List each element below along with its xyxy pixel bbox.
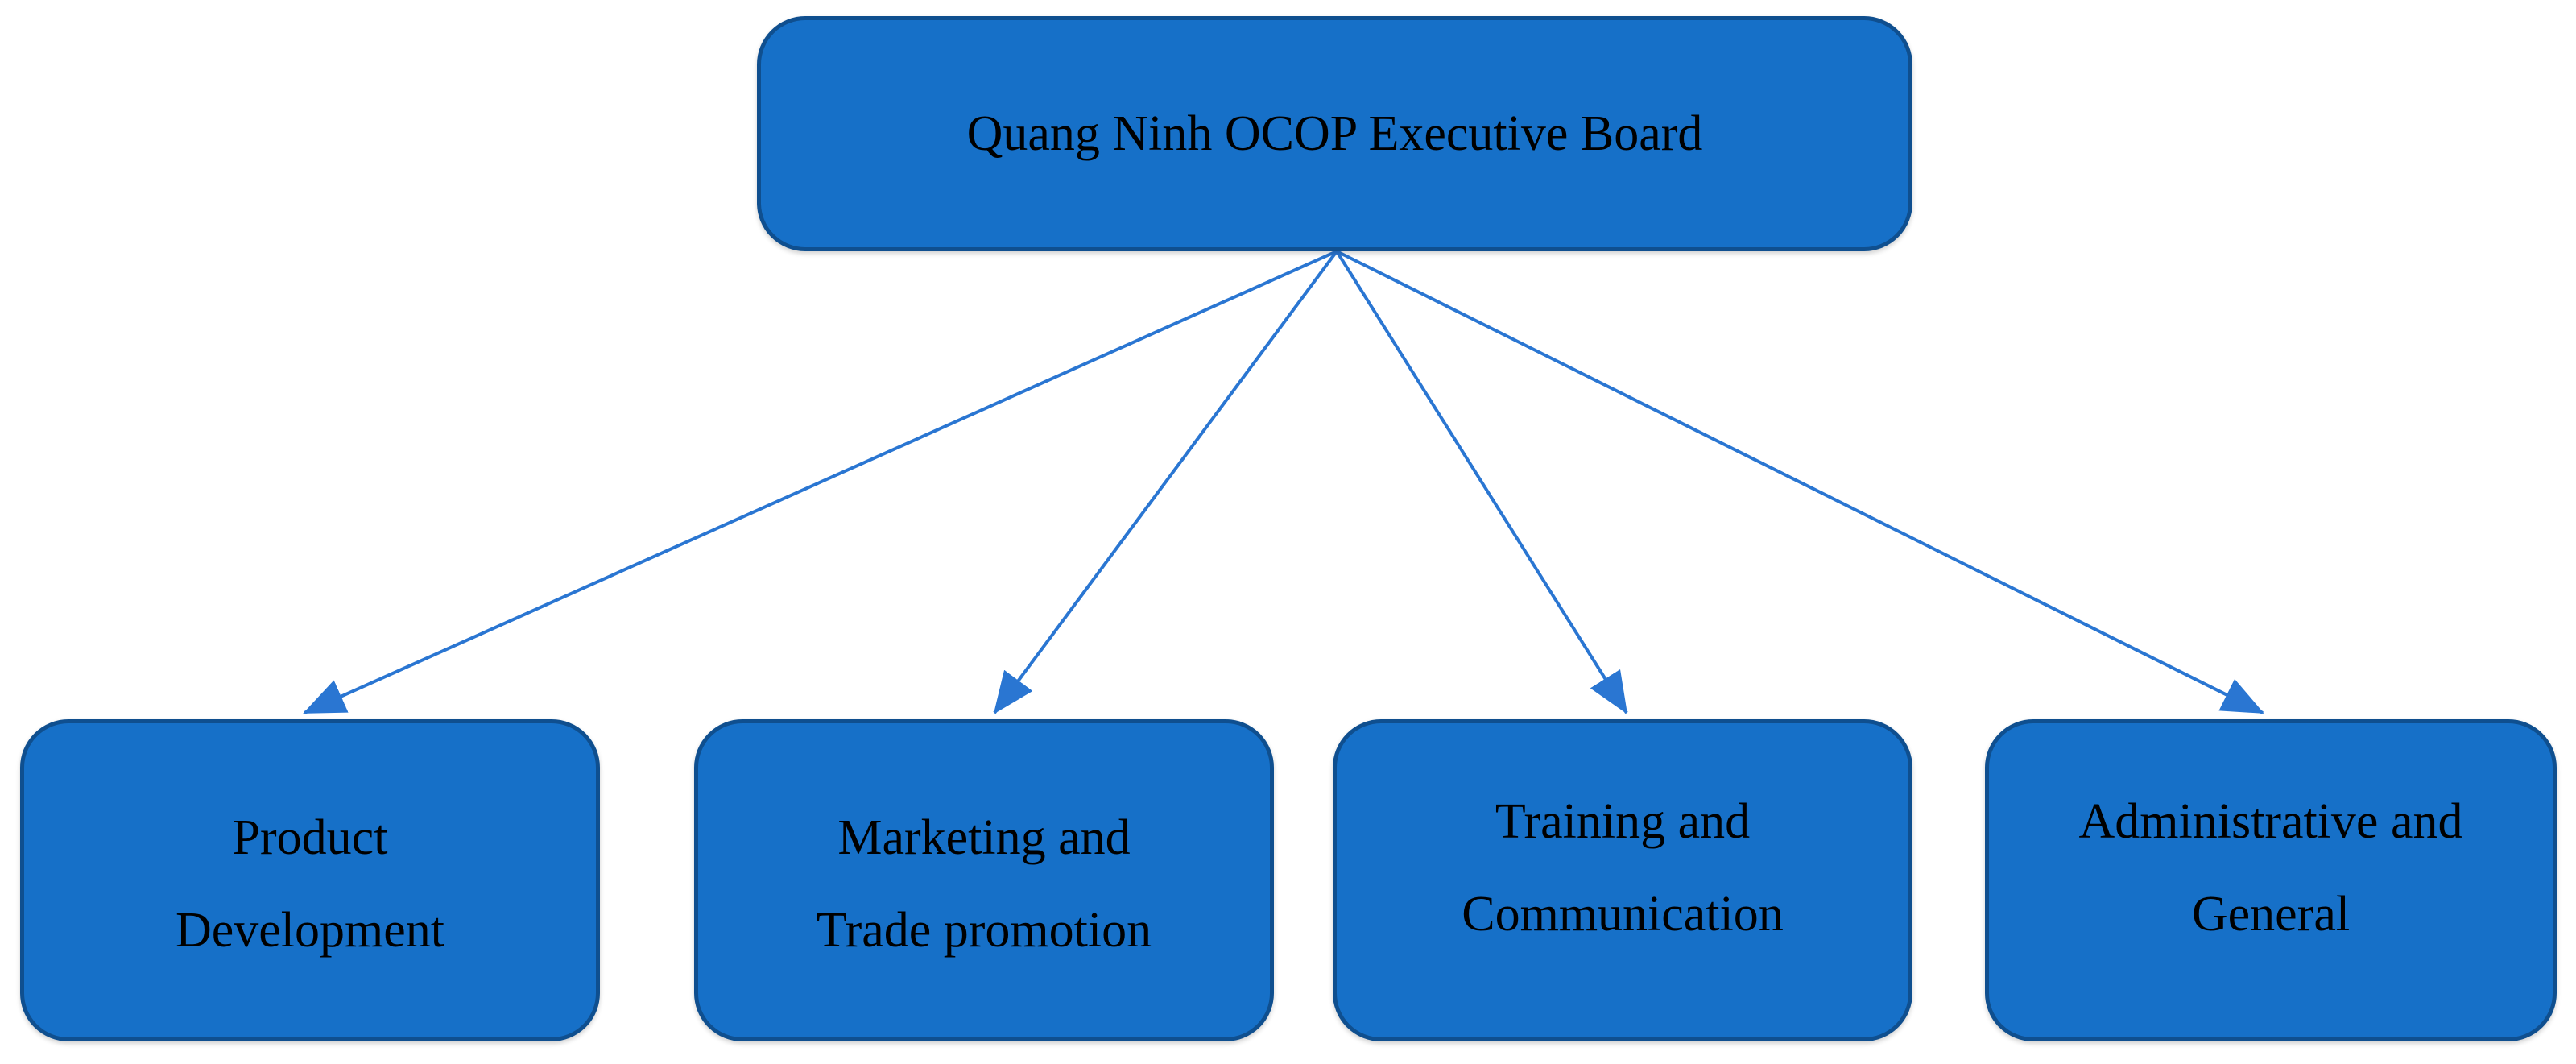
training-communication-label: Training and Communication — [1462, 776, 1784, 984]
marketing-trade-promotion-node: Marketing and Trade promotion — [694, 719, 1274, 1041]
administrative-general-node: Administrative and General — [1985, 719, 2557, 1041]
training-communication-line-1: Training and — [1495, 794, 1751, 850]
arrow-to-training-and-communication — [1335, 250, 1628, 714]
product-development-node: Product Development — [20, 719, 600, 1041]
product-development-line-1: Product — [232, 810, 388, 866]
administrative-general-label: Administrative and General — [2079, 776, 2463, 984]
product-development-line-2: Development — [175, 903, 444, 958]
marketing-trade-promotion-line-1: Marketing and — [837, 810, 1131, 866]
executive-board-node: Quang Ninh OCOP Executive Board — [757, 16, 1912, 251]
arrow-to-product-development — [303, 250, 1338, 714]
training-communication-line-2: Communication — [1462, 887, 1784, 942]
administrative-general-line-2: General — [2191, 887, 2351, 942]
marketing-trade-promotion-line-2: Trade promotion — [816, 903, 1152, 958]
administrative-general-line-1: Administrative and — [2078, 794, 2463, 850]
arrow-to-marketing-and-trade-promotion — [993, 250, 1338, 714]
executive-board-label: Quang Ninh OCOP Executive Board — [966, 106, 1703, 161]
product-development-label: Product Development — [176, 784, 444, 976]
arrow-to-administrative-and-general — [1336, 250, 2264, 714]
marketing-trade-promotion-label: Marketing and Trade promotion — [817, 784, 1152, 976]
training-communication-node: Training and Communication — [1333, 719, 1912, 1041]
